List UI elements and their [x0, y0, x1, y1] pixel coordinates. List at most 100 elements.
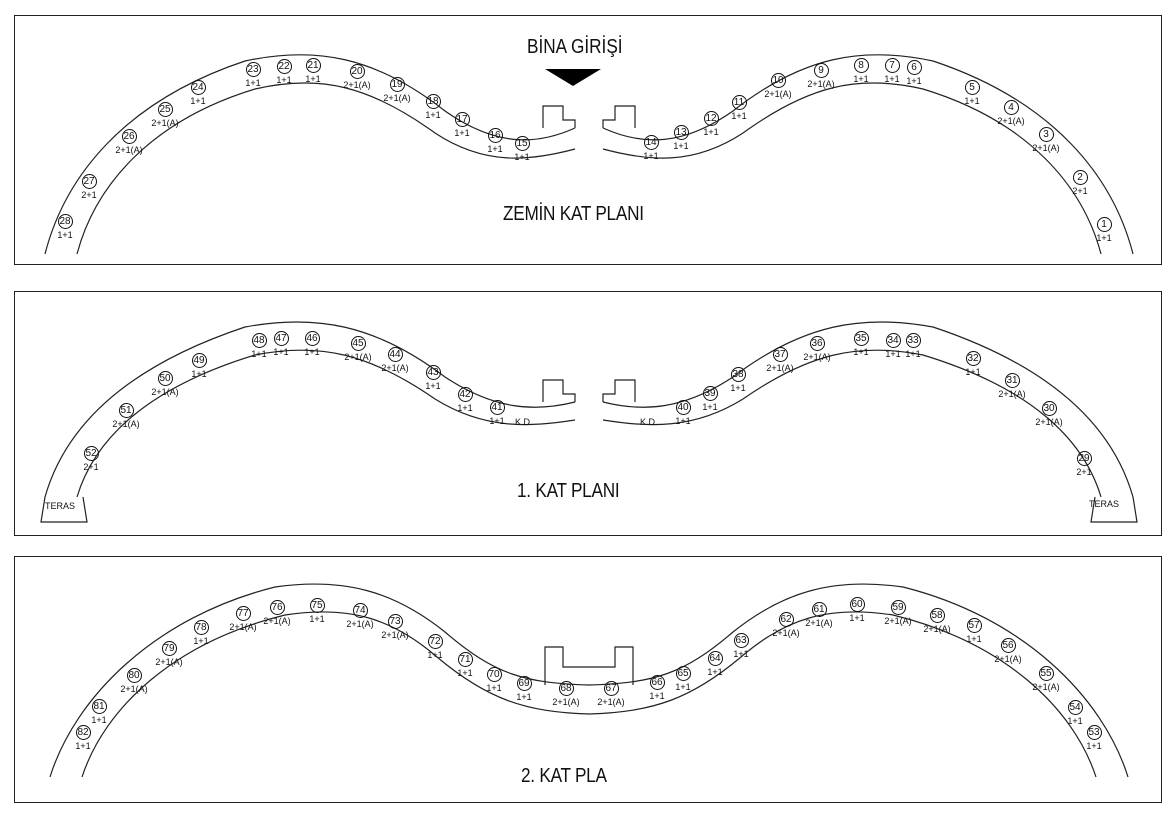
unit-type: 1+1 [276, 75, 292, 85]
unit-type: 2+1(A) [923, 624, 951, 634]
plan-wall-inner-left [76, 82, 576, 255]
unit-number: 73 [387, 614, 403, 629]
unit-type: 2+1(A) [346, 619, 374, 629]
unit-number: 6 [906, 60, 922, 75]
unit-number: 50 [157, 371, 173, 386]
unit-number: 2 [1072, 170, 1088, 185]
unit-type: 1+1 [486, 683, 502, 693]
unit-type: 1+1 [425, 110, 441, 120]
unit-type: 1+1 [643, 151, 659, 161]
unit-type: 1+1 [487, 144, 503, 154]
second-floor-plan-drawing [49, 583, 1129, 778]
unit-type: 2+1(A) [805, 618, 833, 628]
unit-number: 42 [457, 387, 473, 402]
plan-wall-inner-left [76, 349, 576, 498]
unit-type: 1+1 [649, 691, 665, 701]
unit-number: 21 [305, 58, 321, 73]
unit-type: 2+1(A) [552, 697, 580, 707]
unit-type: 1+1 [853, 347, 869, 357]
unit-number: 15 [514, 136, 530, 151]
plan-title: ZEMİN KAT PLANI [503, 203, 644, 225]
unit-type: 2+1(A) [229, 622, 257, 632]
unit-type: 1+1 [305, 74, 321, 84]
unit-number: 47 [273, 331, 289, 346]
unit-type: 2+1(A) [151, 118, 179, 128]
unit-number: 34 [885, 333, 901, 348]
unit-type: 1+1 [191, 369, 207, 379]
unit-type: 2+1(A) [151, 387, 179, 397]
area-tag: TERAS [1089, 499, 1120, 509]
unit-type: 1+1 [190, 96, 206, 106]
unit-number: 66 [649, 675, 665, 690]
unit-number: 33 [905, 333, 921, 348]
unit-number: 57 [966, 618, 982, 633]
unit-number: 53 [1086, 725, 1102, 740]
plan-wall-inner [81, 611, 1097, 778]
unit-number: 11 [731, 95, 747, 110]
unit-number: 67 [603, 681, 619, 696]
unit-number: 74 [352, 603, 368, 618]
unit-number: 20 [349, 64, 365, 79]
unit-number: 31 [1004, 373, 1020, 388]
unit-number: 72 [427, 634, 443, 649]
unit-number: 48 [251, 333, 267, 348]
unit-type: 1+1 [245, 78, 261, 88]
unit-number: 30 [1041, 401, 1057, 416]
unit-number: 43 [425, 365, 441, 380]
unit-type: 2+1 [81, 190, 97, 200]
unit-number: 13 [673, 125, 689, 140]
unit-number: 28 [57, 214, 73, 229]
plan-wall-inner-right [602, 349, 1102, 498]
unit-number: 14 [643, 135, 659, 150]
unit-number: 81 [91, 699, 107, 714]
building-entrance-label: BİNA GİRİŞİ [527, 36, 623, 58]
unit-number: 5 [964, 80, 980, 95]
unit-type: 1+1 [309, 614, 325, 624]
unit-number: 49 [191, 353, 207, 368]
unit-number: 69 [516, 676, 532, 691]
unit-number: 1 [1096, 217, 1112, 232]
unit-number: 23 [245, 62, 261, 77]
unit-number: 55 [1038, 666, 1054, 681]
unit-type: 2+1(A) [1032, 143, 1060, 153]
unit-type: 1+1 [673, 141, 689, 151]
unit-type: 1+1 [427, 650, 443, 660]
unit-number: 41 [489, 400, 505, 415]
unit-type: 2+1(A) [766, 363, 794, 373]
unit-number: 24 [190, 80, 206, 95]
unit-number: 60 [849, 597, 865, 612]
unit-type: 1+1 [457, 403, 473, 413]
plan-wall-inner-right [602, 82, 1102, 255]
unit-type: 2+1(A) [381, 363, 409, 373]
unit-type: 2+1(A) [263, 616, 291, 626]
unit-type: 2+1(A) [807, 79, 835, 89]
unit-type: 1+1 [489, 416, 505, 426]
unit-number: 46 [304, 331, 320, 346]
unit-number: 76 [269, 600, 285, 615]
unit-number: 29 [1076, 451, 1092, 466]
unit-type: 1+1 [849, 613, 865, 623]
